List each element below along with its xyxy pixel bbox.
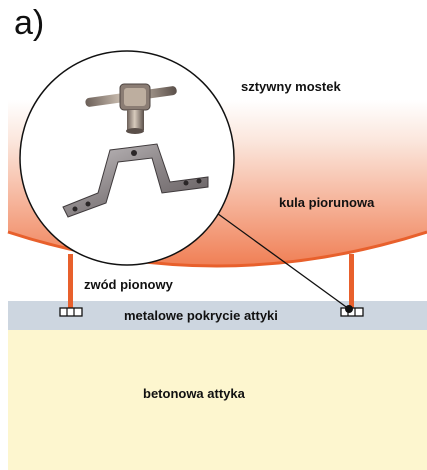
label-rigid-bridge: sztywny mostek: [241, 80, 341, 93]
vertical-conductor-left: [68, 254, 73, 309]
clamp-left-icon: [60, 308, 82, 316]
label-concrete-parapet: betonowa attyka: [143, 387, 245, 400]
label-vertical-conductor: zwód pionowy: [84, 278, 173, 291]
panel-tag: a): [14, 6, 44, 40]
vertical-conductor-right: [349, 254, 354, 309]
label-metal-parapet-cover: metalowe pokrycie attyki: [124, 309, 278, 322]
label-lightning-sphere: kula piorunowa: [279, 196, 374, 209]
leader-dot: [345, 305, 353, 313]
